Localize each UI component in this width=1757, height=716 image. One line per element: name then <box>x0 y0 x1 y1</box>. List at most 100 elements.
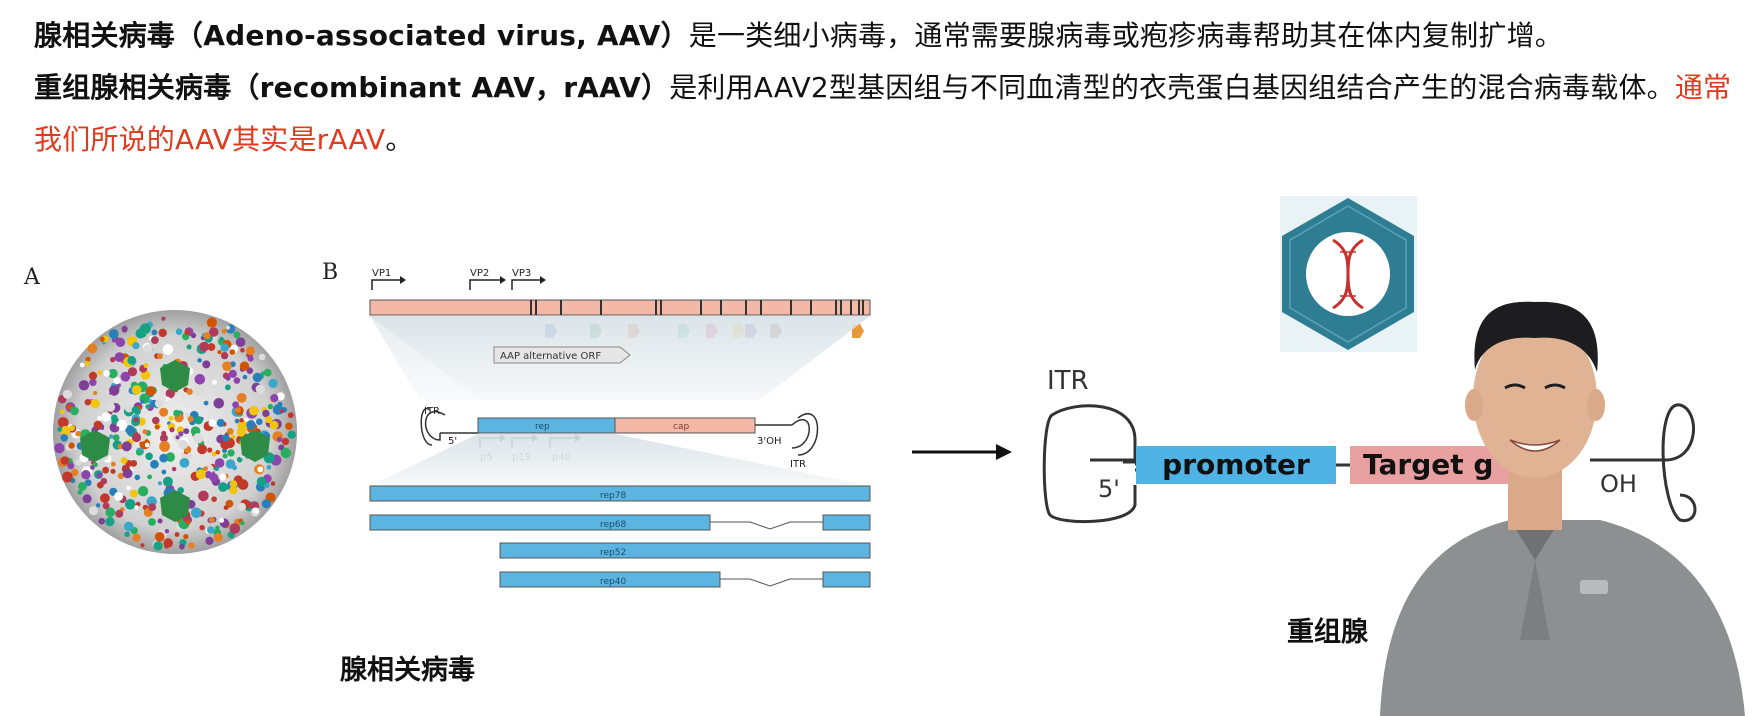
genome-stripe <box>560 300 562 315</box>
capsid-dot <box>147 474 153 480</box>
capsid-dot <box>142 429 148 435</box>
capsid-dot <box>143 363 149 369</box>
capsid-dot <box>277 401 283 407</box>
capsid-dot <box>85 356 91 362</box>
capsid-dot <box>162 476 173 487</box>
capsid-dot <box>232 401 240 409</box>
capsid-dot <box>208 419 216 427</box>
genome-stripe <box>840 300 842 315</box>
capsid-dot <box>121 441 132 452</box>
genome-stripe <box>535 300 537 315</box>
capsid-dot <box>230 434 236 440</box>
capsid-dot <box>129 489 138 498</box>
capsid-dot <box>75 459 82 466</box>
capsid-dot <box>249 405 259 416</box>
capsid-dot <box>101 412 111 422</box>
capsid-dot <box>88 371 98 380</box>
capsid-dot <box>162 344 174 355</box>
capsid-dot <box>108 368 118 379</box>
capsid-dot <box>203 400 209 406</box>
capsid-dot <box>121 325 128 332</box>
capsid-dot <box>211 496 217 503</box>
capsid-dot <box>159 407 169 417</box>
genome-stripe <box>858 300 860 315</box>
capsid-dot <box>173 409 181 417</box>
capsid-dot <box>265 416 273 424</box>
vp1-label: VP1 <box>372 268 391 279</box>
capsid-dot <box>165 452 175 462</box>
genome-stripe <box>862 300 864 315</box>
capsid-dot <box>131 485 136 491</box>
capsid-dot <box>124 521 134 532</box>
genome-stripe <box>700 300 702 315</box>
capsid-dot <box>125 425 135 435</box>
capsid-dot <box>171 466 177 472</box>
dna-hexagon-icon <box>1280 196 1417 352</box>
aap-orf-arrow: AAP alternative ORF <box>493 346 631 364</box>
capsid-dot <box>144 442 150 448</box>
intro-paragraph-2: 重组腺相关病毒（recombinant AAV，rAAV）是利用AAV2型基因组… <box>34 62 1734 166</box>
capsid-dot <box>79 362 85 368</box>
capsid-dot <box>247 355 254 362</box>
capsid-dot <box>253 507 259 514</box>
capsid-dot <box>62 389 72 399</box>
genome-stripe <box>600 300 602 315</box>
capsid-dot <box>105 402 116 412</box>
capsid-dot <box>187 416 194 422</box>
capsid-dot <box>148 518 156 526</box>
capsid-dot <box>115 509 124 518</box>
capsid-dot <box>159 441 171 452</box>
capsid-dot <box>252 372 263 383</box>
capsid-dot <box>105 507 116 518</box>
capsid-dot <box>239 418 244 423</box>
capsid-dot <box>179 543 185 550</box>
capsid-dot <box>60 425 71 436</box>
capsid-dot <box>280 447 291 459</box>
capsid-dot <box>222 434 230 442</box>
capsid-dot <box>255 384 265 394</box>
capsid-dot <box>193 433 204 444</box>
capsid-dot <box>148 503 157 511</box>
capsid-dot <box>159 434 168 443</box>
capsid-dot <box>234 418 240 424</box>
itr-left-label: ITR <box>424 406 440 417</box>
capsid-dot <box>122 468 133 479</box>
transition-arrow <box>912 444 1012 460</box>
capsid-dot <box>205 536 214 546</box>
capsid-dot <box>236 456 243 463</box>
capsid-dot <box>97 416 102 421</box>
capsid-dot <box>158 328 167 338</box>
genome-stripe <box>720 300 722 315</box>
capsid-dot <box>240 520 245 526</box>
capsid-dot <box>211 451 217 457</box>
capsid-dot <box>242 374 248 380</box>
capsid-dot <box>151 336 159 344</box>
capsid-dot <box>213 533 223 542</box>
capsid-dot <box>225 325 231 330</box>
capsid-dot <box>256 476 267 487</box>
capsid-dot <box>124 531 130 537</box>
capsid-dot <box>229 523 241 534</box>
capsid-dot <box>140 543 145 548</box>
genome-stripe <box>760 300 762 315</box>
capsid-dot <box>143 344 153 354</box>
raav-caption: 重组腺 <box>1287 617 1368 648</box>
capsid-dot <box>216 418 225 427</box>
capsid-dot <box>111 461 116 467</box>
capsid-dot <box>287 430 296 439</box>
capsid-dot <box>59 409 65 415</box>
capsid-dot <box>219 473 227 481</box>
raav-itr-label: ITR <box>1047 366 1089 396</box>
presenter-figure <box>1380 301 1745 716</box>
capsid-dot <box>57 417 69 428</box>
capsid-dot <box>54 443 65 454</box>
aav-caption: 腺相关病毒 <box>340 655 475 686</box>
capsid-dot <box>195 469 206 480</box>
raav-highlight: 通常我们所说的AAV其实是rAAV <box>34 71 1732 156</box>
genome-stripe <box>530 300 532 315</box>
capsid-dot <box>164 529 170 534</box>
capsid-dot <box>82 494 92 504</box>
cap-label: cap <box>673 422 689 432</box>
capsid-dot <box>150 459 159 469</box>
